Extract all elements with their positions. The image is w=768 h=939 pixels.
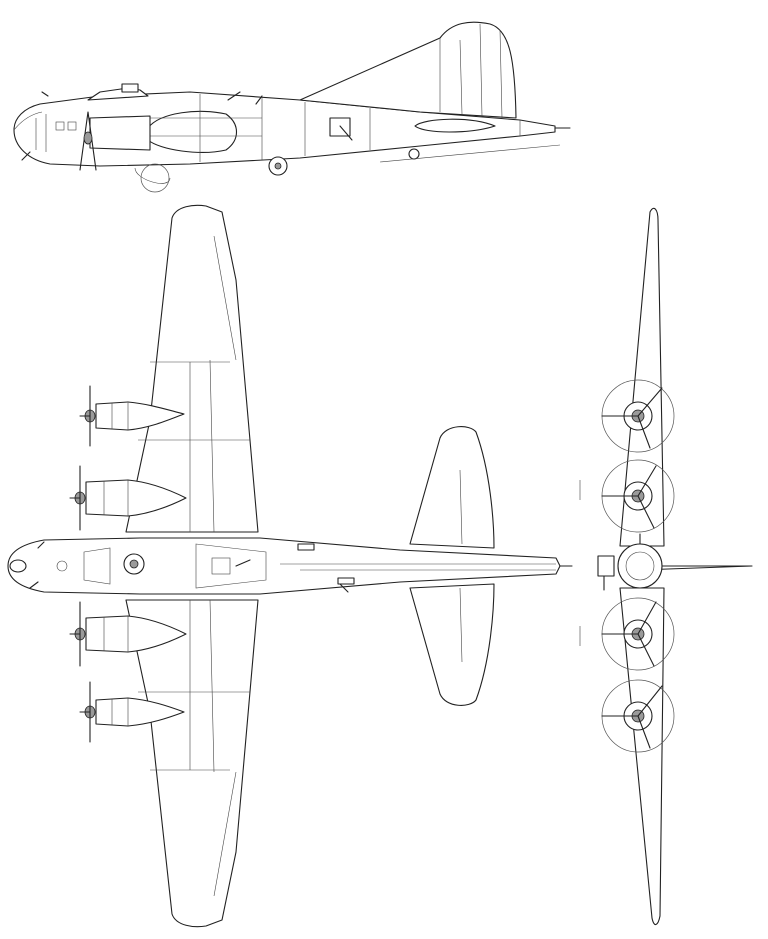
top-tail-upper xyxy=(409,426,495,549)
top-engine-1 xyxy=(79,385,185,447)
side-propeller xyxy=(79,111,97,171)
side-horizontal-stabilizer xyxy=(414,118,496,133)
side-wing-root xyxy=(147,110,238,153)
top-engine-4 xyxy=(79,681,185,743)
side-view xyxy=(13,21,571,193)
front-engine-1 xyxy=(601,379,675,453)
top-engine-2 xyxy=(69,465,187,531)
top-engine-3 xyxy=(69,601,187,667)
side-vertical-fin xyxy=(299,21,517,119)
side-waist-window xyxy=(329,117,351,137)
top-wing-lower xyxy=(125,599,259,928)
top-tail-lower xyxy=(409,583,495,706)
front-fuselage xyxy=(617,543,663,589)
front-wing-upper xyxy=(619,207,665,547)
side-tail-wheel xyxy=(408,148,420,160)
front-engine-2 xyxy=(601,459,675,533)
top-view xyxy=(7,204,573,928)
front-engine-3 xyxy=(601,597,675,671)
front-engine-4 xyxy=(601,679,675,753)
front-wing-lower xyxy=(619,587,665,926)
front-view xyxy=(579,207,753,926)
